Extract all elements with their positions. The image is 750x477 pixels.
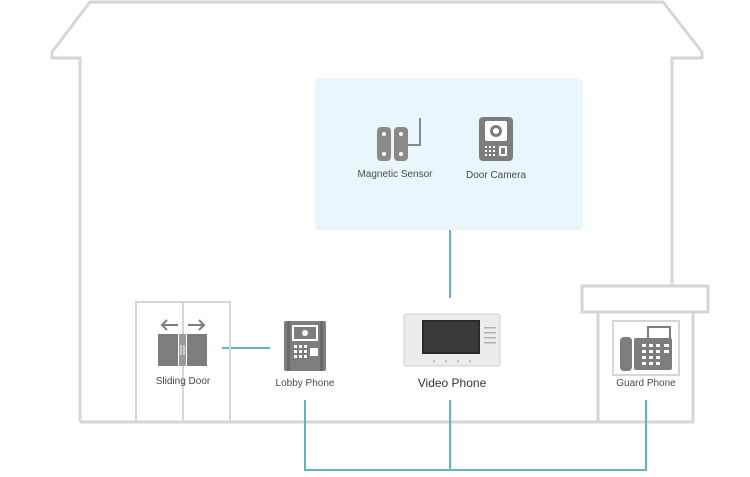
sliding-door-label: Sliding Door (155, 376, 211, 387)
house-outline (50, 0, 704, 422)
bottom-bus-line (304, 400, 647, 471)
sliding-door-icon (135, 301, 231, 423)
magnetic-sensor-icon (377, 118, 421, 161)
video-phone-label: Video Phone (417, 376, 487, 390)
magnetic-sensor-label: Magnetic Sensor (357, 169, 433, 180)
guard-phone-label: Guard Phone (616, 378, 676, 389)
door-camera-label: Door Camera (465, 170, 527, 181)
lobby-phone-icon (284, 321, 326, 371)
guard-booth-roof (580, 284, 710, 314)
lobby-phone-label: Lobby Phone (275, 378, 335, 389)
entrance-device-zone (315, 78, 583, 230)
door-camera-icon (479, 117, 513, 161)
guard-phone-icon (612, 320, 680, 376)
video-phone-icon (403, 313, 501, 367)
